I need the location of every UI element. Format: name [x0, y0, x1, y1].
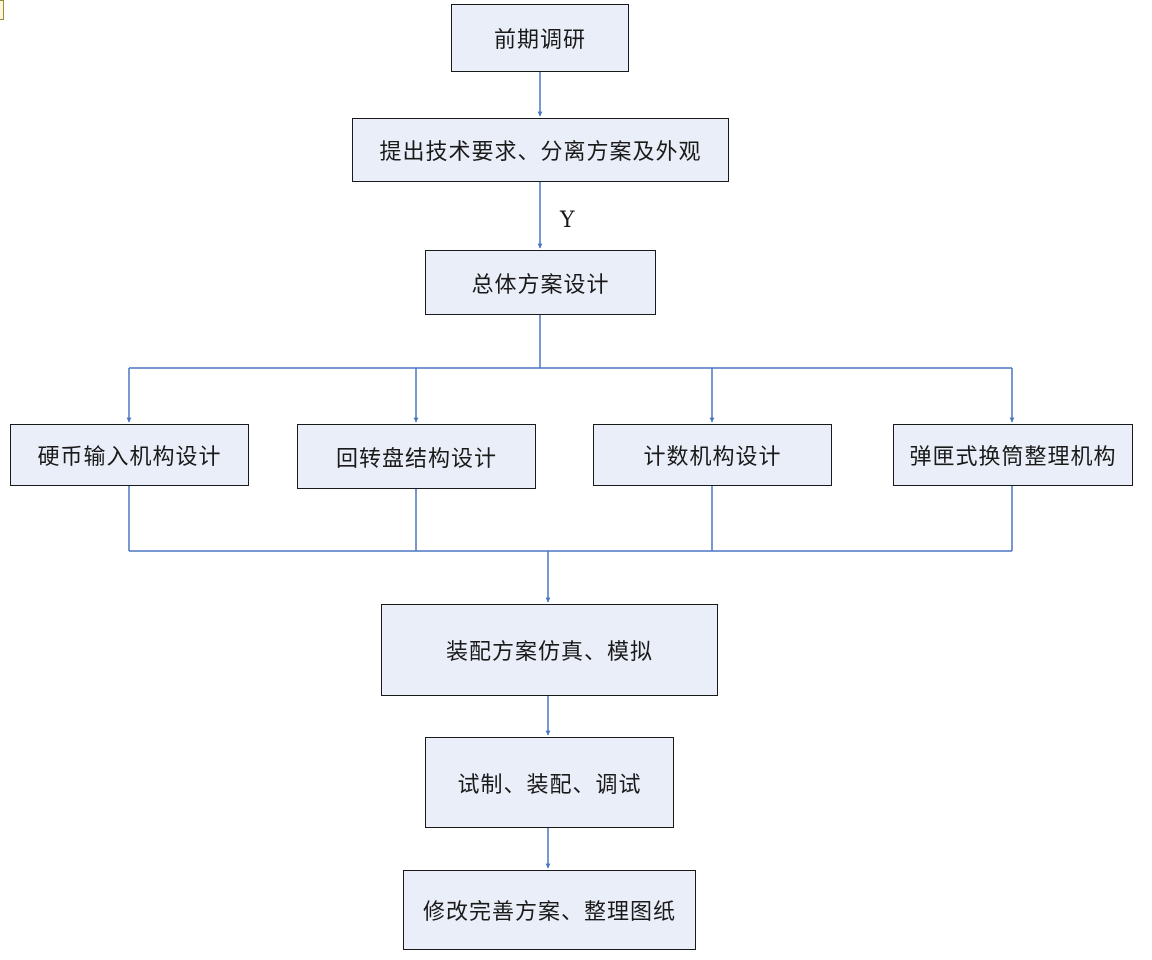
- corner-marker: [0, 0, 4, 20]
- node-requirements: 提出技术要求、分离方案及外观: [352, 118, 729, 182]
- node-ejector: 弹匣式换筒整理机构: [893, 424, 1133, 486]
- node-finalize: 修改完善方案、整理图纸: [403, 870, 696, 950]
- node-trial: 试制、装配、调试: [425, 737, 674, 828]
- node-coin-input: 硬币输入机构设计: [10, 424, 249, 486]
- node-simulation: 装配方案仿真、模拟: [381, 604, 718, 696]
- node-research: 前期调研: [451, 4, 629, 72]
- edge-label-yes: Y: [560, 208, 575, 233]
- node-turntable: 回转盘结构设计: [297, 424, 536, 489]
- node-counting: 计数机构设计: [593, 424, 832, 486]
- node-overall-design: 总体方案设计: [425, 250, 656, 315]
